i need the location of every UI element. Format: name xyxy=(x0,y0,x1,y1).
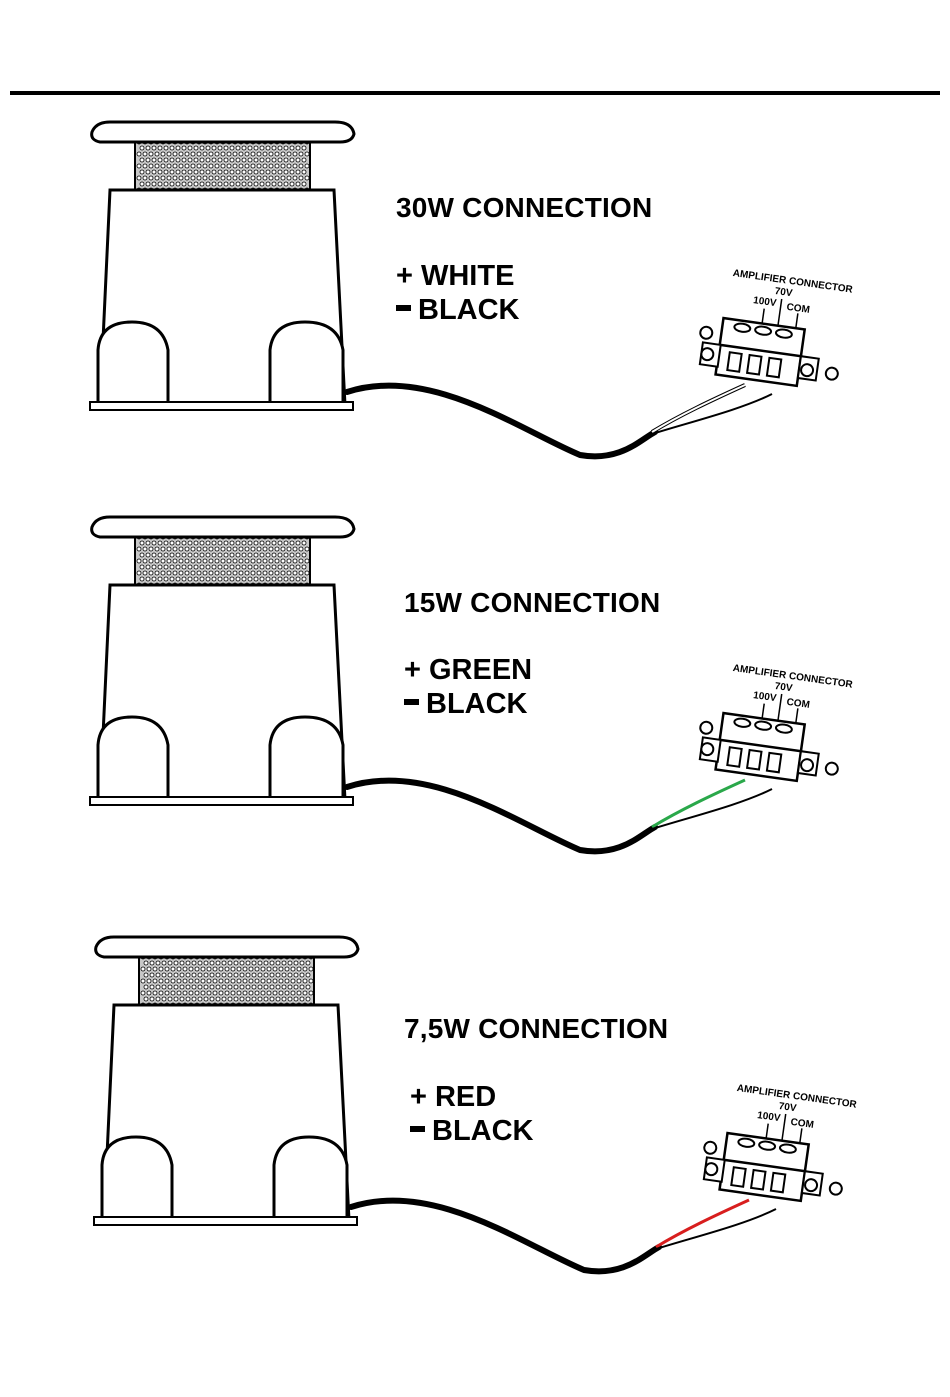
speaker-cap xyxy=(96,937,358,957)
speaker-grille xyxy=(139,953,314,1008)
connection-panel-30w: AMPLIFIER CONNECTOR 70V 100V COM xyxy=(0,110,950,510)
speaker-base xyxy=(90,402,353,410)
positive-wire-label: + RED xyxy=(410,1081,496,1114)
connection-title: 7,5W CONNECTION xyxy=(404,1013,668,1045)
speaker-base xyxy=(94,1217,357,1225)
speaker-foot-left xyxy=(102,1137,172,1223)
positive-wire-label: + GREEN xyxy=(404,654,532,687)
connection-panel-7-5w: AMPLIFIER CONNECTOR 70V 100V COM xyxy=(0,925,950,1325)
speaker-foot-left xyxy=(98,717,168,803)
connection-title: 30W CONNECTION xyxy=(396,192,652,224)
cable xyxy=(347,386,655,457)
minus-sign xyxy=(396,305,411,311)
screw-icon xyxy=(699,326,713,340)
connection-panel-15w: AMPLIFIER CONNECTOR 70V 100V COM xyxy=(0,505,950,905)
speaker-base xyxy=(90,797,353,805)
speaker-foot-right xyxy=(270,322,343,408)
amp-connector-header: AMPLIFIER CONNECTOR xyxy=(732,663,854,691)
positive-wire xyxy=(656,1200,749,1247)
top-rule xyxy=(10,91,940,95)
speaker-illustration xyxy=(90,122,354,410)
negative-wire-label: BLACK xyxy=(404,688,528,721)
speaker-illustration xyxy=(94,937,358,1225)
amplifier-connector: AMPLIFIER CONNECTOR 70V 100V COM xyxy=(695,265,854,392)
speaker-cap xyxy=(92,122,354,142)
speaker-foot-left xyxy=(98,322,168,408)
negative-wire-text: BLACK xyxy=(426,688,528,720)
speaker-illustration xyxy=(90,517,354,805)
terminal-label-100v: 100V xyxy=(756,1110,781,1124)
speaker-grille xyxy=(135,533,310,588)
negative-wire-text: BLACK xyxy=(432,1115,534,1147)
connection-title: 15W CONNECTION xyxy=(404,587,660,619)
negative-wire-label: BLACK xyxy=(410,1115,534,1148)
minus-sign xyxy=(404,699,419,705)
speaker-grille xyxy=(135,138,310,193)
amp-connector-header: AMPLIFIER CONNECTOR xyxy=(732,268,854,296)
negative-wire-text: BLACK xyxy=(418,294,520,326)
negative-wire-label: BLACK xyxy=(396,294,520,327)
terminal-label-100v: 100V xyxy=(752,295,777,309)
speaker-cap xyxy=(92,517,354,537)
speaker-foot-right xyxy=(274,1137,347,1223)
cable xyxy=(347,781,655,852)
minus-sign xyxy=(410,1126,425,1132)
amp-connector-header: AMPLIFIER CONNECTOR xyxy=(736,1083,858,1111)
speaker-foot-right xyxy=(270,717,343,803)
screw-icon xyxy=(825,762,839,776)
amplifier-connector: AMPLIFIER CONNECTOR 70V 100V COM xyxy=(699,1080,858,1207)
screw-icon xyxy=(825,367,839,381)
amplifier-connector: AMPLIFIER CONNECTOR 70V 100V COM xyxy=(695,660,854,787)
terminal-label-100v: 100V xyxy=(752,690,777,704)
positive-wire-label: + WHITE xyxy=(396,260,514,293)
cable xyxy=(351,1201,659,1272)
screw-icon xyxy=(703,1141,717,1155)
screw-icon xyxy=(829,1182,843,1196)
screw-icon xyxy=(699,721,713,735)
positive-wire xyxy=(652,780,745,827)
